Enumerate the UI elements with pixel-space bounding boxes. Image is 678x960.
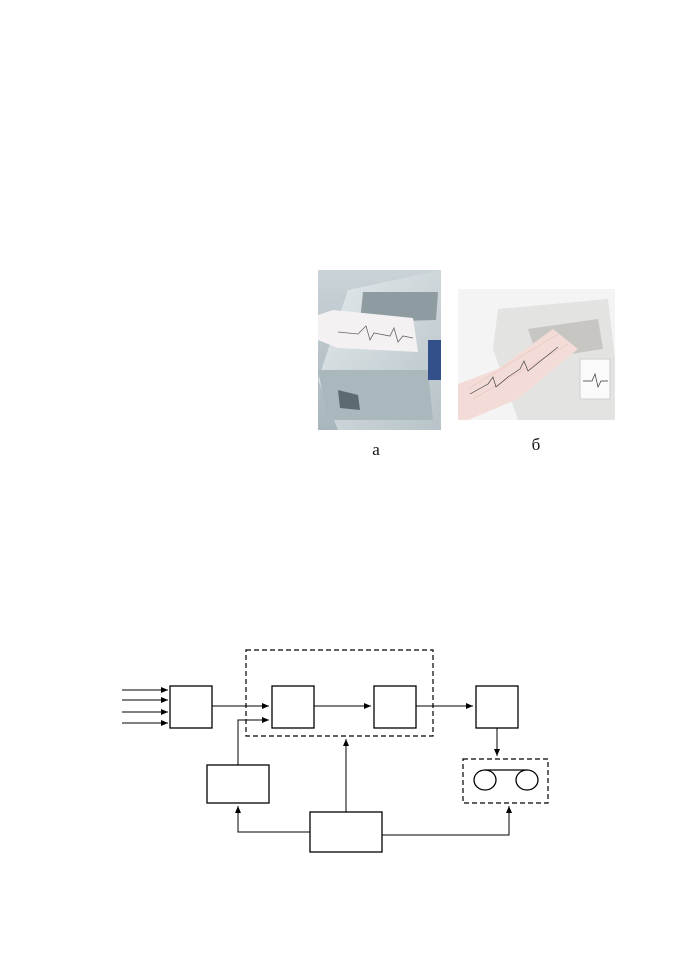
output-block <box>475 685 519 729</box>
connection-lines <box>212 703 512 836</box>
control-block <box>309 811 383 853</box>
converter-block <box>373 685 417 729</box>
tape-mechanism-frame <box>462 758 549 804</box>
ecg-printer-illustration <box>458 289 615 420</box>
input-lines <box>122 687 168 726</box>
ecg-recorder-illustration <box>318 270 441 430</box>
photo-ecg-recorder <box>318 270 441 430</box>
photo-ecg-printer <box>458 289 615 420</box>
input-block <box>169 685 213 729</box>
caption-b: б <box>531 435 541 454</box>
caption-a: а <box>372 440 380 459</box>
processing-group-frame <box>245 649 434 737</box>
amplifier-block <box>271 685 315 729</box>
tape-rollers-icon <box>473 769 539 791</box>
calibration-block <box>206 764 270 804</box>
